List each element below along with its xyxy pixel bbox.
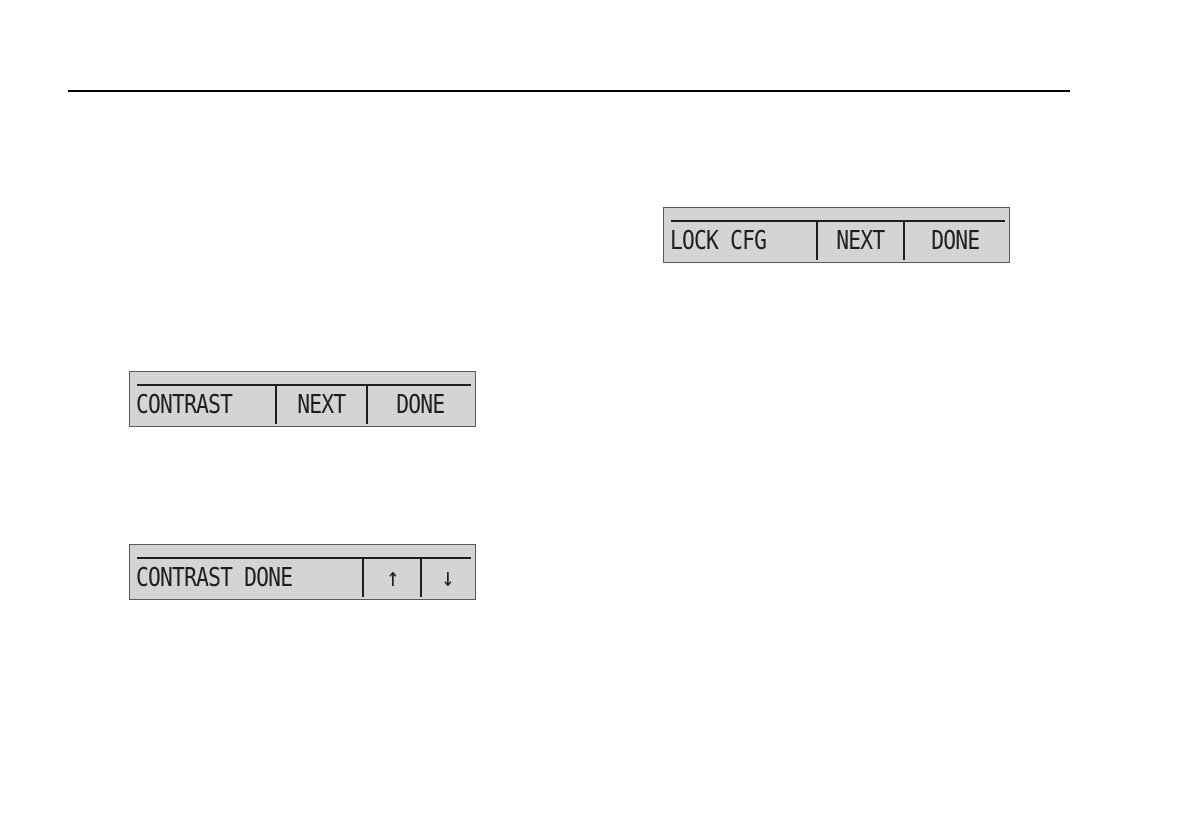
- softkey-lock-cfg[interactable]: LOCK CFG: [670, 222, 816, 260]
- lcd-display-contrast-adjust: CONTRAST DONE ↑ ↓: [129, 544, 476, 600]
- softkey-contrast-done[interactable]: CONTRAST DONE: [136, 559, 362, 597]
- softkey-up-arrow-icon[interactable]: ↑: [362, 559, 420, 597]
- softkey-done[interactable]: DONE: [903, 222, 1006, 260]
- softkey-contrast[interactable]: CONTRAST: [136, 386, 275, 424]
- lcd-display-contrast: CONTRAST NEXT DONE: [129, 371, 476, 427]
- softkey-next[interactable]: NEXT: [816, 222, 903, 260]
- softkey-next[interactable]: NEXT: [275, 386, 366, 424]
- softkey-down-arrow-icon[interactable]: ↓: [420, 559, 472, 597]
- softkey-done[interactable]: DONE: [366, 386, 472, 424]
- header-rule: [68, 90, 1070, 92]
- lcd-display-lock-cfg: LOCK CFG NEXT DONE: [663, 207, 1010, 263]
